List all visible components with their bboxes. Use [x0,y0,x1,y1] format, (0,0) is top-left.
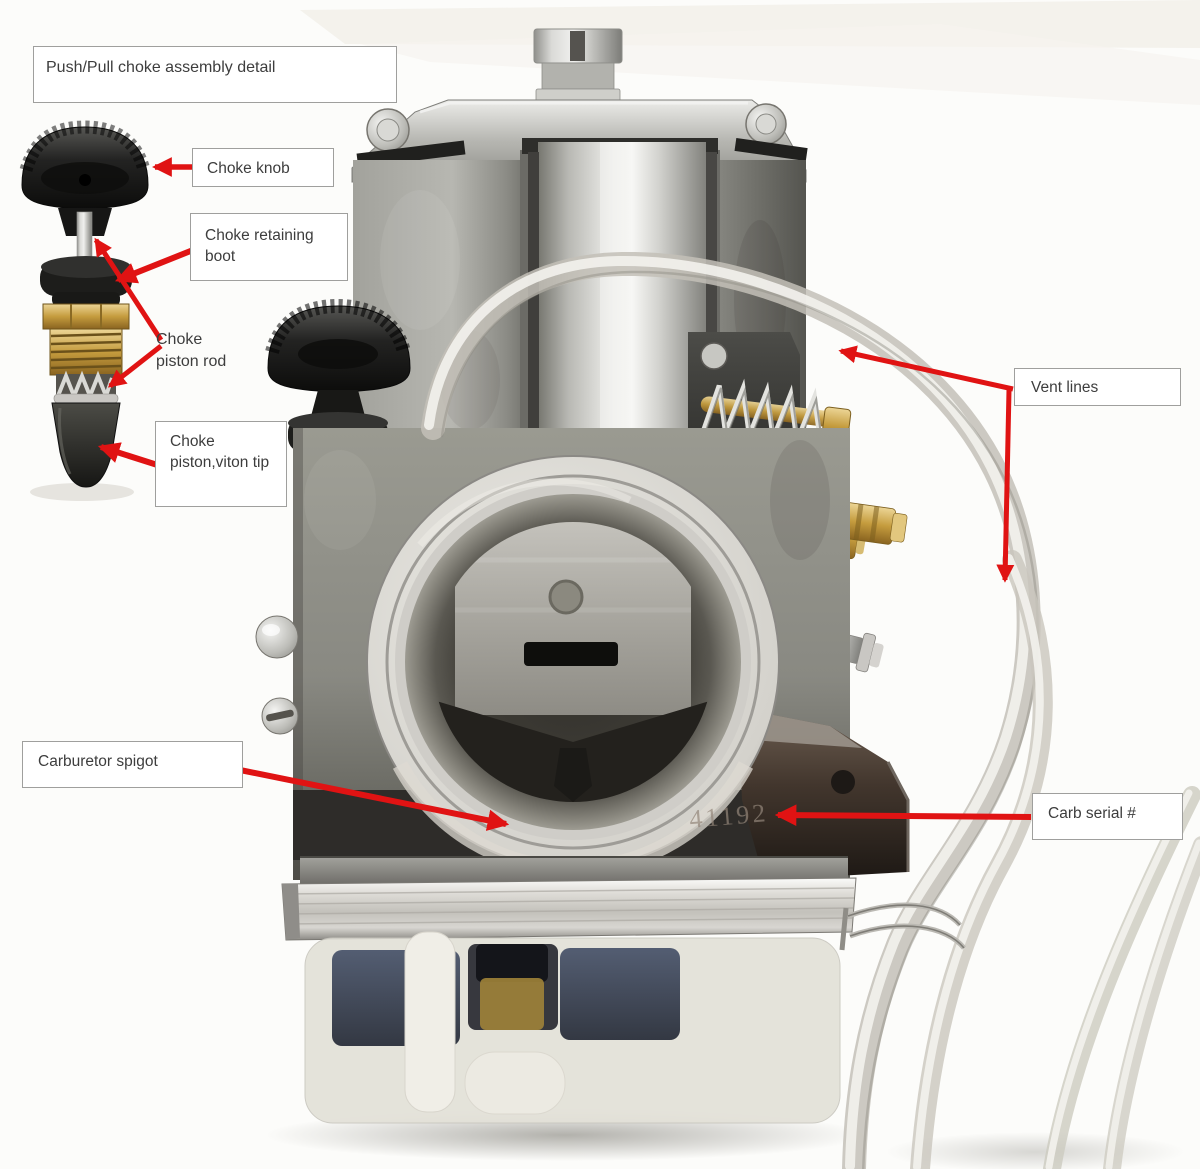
float-right [560,948,680,1040]
slide-slot [524,642,618,666]
float-bowl [304,931,841,1124]
bowl-peg-vertical [404,931,456,1113]
label-carburetor-spigot: Carburetor spigot [22,741,243,788]
label-choke-piston-rod: Choke piston rod [156,331,227,370]
bowl-peg-round [464,1051,566,1115]
needle-jet [554,748,592,802]
label-carb-serial: Carb serial # [1032,793,1183,840]
flange-plate [281,877,857,941]
arrow-retaining-boot [114,247,195,284]
detail-brass-body [42,303,130,376]
label-choke-piston-viton-tip: Choke piston,viton tip [155,421,287,507]
detail-choke-spring [53,370,119,404]
detail-title-box: Push/Pull choke assembly detail [33,46,397,103]
serial-stamp: 41192 [688,798,769,834]
arrow-serial [774,804,1032,826]
label-choke-retaining-boot: Choke retaining boot [190,213,348,281]
arrow-piston-rod-upper [93,237,164,342]
arrow-piston-rod-lower [107,344,163,388]
arrow-spigot [239,767,510,831]
carburetor-bore [366,455,780,877]
carburetor-lower-body: 41192 [255,428,910,1124]
tube-clamp [839,902,966,951]
arrow-vent-line-lower [996,389,1015,583]
slide-hole [548,579,584,615]
label-choke-knob: Choke knob [192,148,334,187]
label-vent-lines: Vent lines [1014,368,1181,406]
arrow-vent-line-upper [838,345,1014,392]
main-jet [480,978,544,1030]
